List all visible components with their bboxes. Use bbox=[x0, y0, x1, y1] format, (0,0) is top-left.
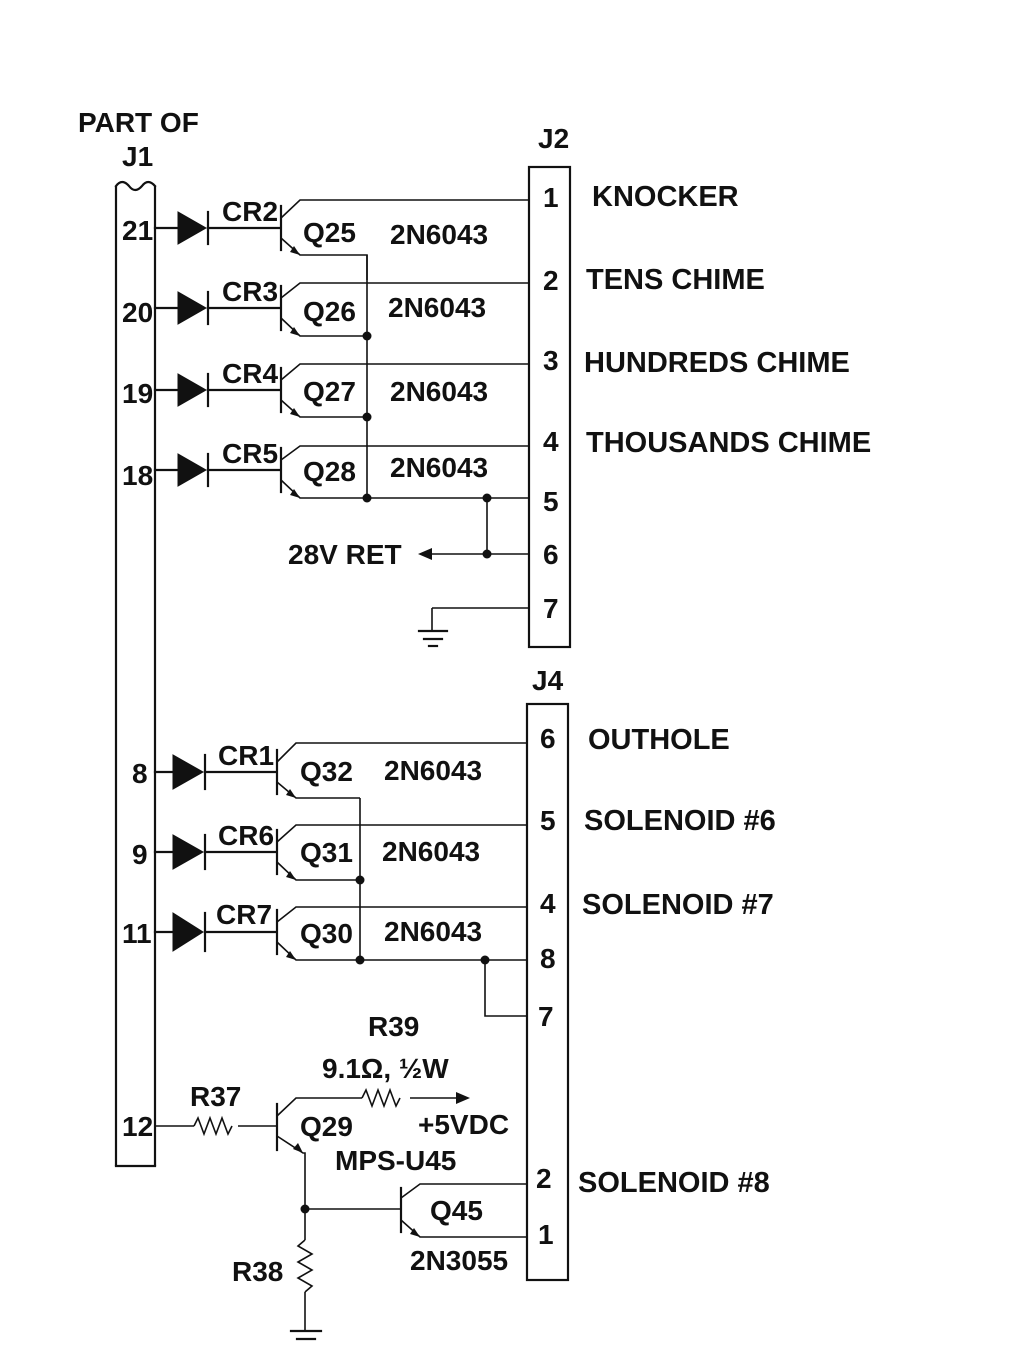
j4-pin-4: 4 bbox=[540, 888, 556, 919]
upper-return-wiring bbox=[362, 255, 529, 648]
driver-stage-q28 bbox=[153, 445, 529, 499]
driver-stage-q25 bbox=[153, 199, 529, 280]
label-cr2: CR2 bbox=[222, 196, 278, 227]
diode-cr3-symbol bbox=[177, 291, 208, 325]
resistor-r39-symbol bbox=[361, 1087, 401, 1109]
signal-solenoid-6: SOLENOID #6 bbox=[584, 805, 776, 837]
signal-knocker: KNOCKER bbox=[592, 181, 739, 213]
label-q31-part: 2N6043 bbox=[382, 836, 480, 867]
diode-cr2-symbol bbox=[177, 211, 208, 245]
resistor-r38-symbol bbox=[296, 1239, 314, 1293]
label-cr7: CR7 bbox=[216, 899, 272, 930]
label-cr4: CR4 bbox=[222, 358, 278, 389]
label-cr3: CR3 bbox=[222, 276, 278, 307]
j4-pin-2: 2 bbox=[536, 1163, 552, 1194]
driver-stage-q29-q45 bbox=[155, 1087, 527, 1341]
diode-cr7-symbol bbox=[172, 912, 204, 952]
diode-cr4-symbol bbox=[177, 373, 208, 407]
vdc-arrow bbox=[456, 1092, 470, 1104]
label-q28: Q28 bbox=[303, 456, 356, 487]
signal-solenoid-8: SOLENOID #8 bbox=[578, 1167, 770, 1199]
diode-cr1-symbol bbox=[172, 754, 205, 790]
driver-stage-q27 bbox=[153, 363, 529, 418]
label-q26-part: 2N6043 bbox=[388, 292, 486, 323]
j4-pin-8: 8 bbox=[540, 943, 556, 974]
j2-pin-7: 7 bbox=[543, 593, 559, 624]
resistor-r37-symbol bbox=[193, 1115, 233, 1137]
label-q28-part: 2N6043 bbox=[390, 452, 488, 483]
label-q31: Q31 bbox=[300, 837, 353, 868]
j1-pin-19: 19 bbox=[122, 378, 153, 409]
label-r38: R38 bbox=[232, 1256, 283, 1287]
label-q25-part: 2N6043 bbox=[390, 219, 488, 250]
ret-arrow bbox=[418, 548, 432, 560]
label-cr6: CR6 bbox=[218, 820, 274, 851]
j1-pin-18: 18 bbox=[122, 460, 153, 491]
signal-outhole: OUTHOLE bbox=[588, 724, 730, 756]
label-q29: Q29 bbox=[300, 1111, 353, 1142]
label-r39: R39 bbox=[368, 1011, 419, 1042]
label-r39-value: 9.1Ω, ½W bbox=[322, 1053, 449, 1084]
label-r37: R37 bbox=[190, 1081, 241, 1112]
label-q30-part: 2N6043 bbox=[384, 916, 482, 947]
label-cr1: CR1 bbox=[218, 740, 274, 771]
signal-tens-chime: TENS CHIME bbox=[586, 264, 765, 296]
j2-pin-1: 1 bbox=[543, 182, 559, 213]
driver-stage-q30 bbox=[153, 906, 527, 961]
signal-solenoid-7: SOLENOID #7 bbox=[582, 889, 774, 921]
j2-pin-2: 2 bbox=[543, 265, 559, 296]
signal-28v-ret: 28V RET bbox=[288, 539, 402, 570]
j2-pin-3: 3 bbox=[543, 345, 559, 376]
j4-pin-7: 7 bbox=[538, 1001, 554, 1032]
lower-return-wiring bbox=[355, 798, 527, 1017]
j1-pin-20: 20 bbox=[122, 297, 153, 328]
j1-pin-11: 11 bbox=[122, 918, 152, 949]
j2-pin-6: 6 bbox=[543, 539, 559, 570]
driver-stage-q31 bbox=[153, 824, 527, 881]
diode-cr6-symbol bbox=[172, 834, 205, 870]
driver-stage-q32 bbox=[153, 742, 527, 799]
label-q30: Q30 bbox=[300, 918, 353, 949]
j2-pin-5: 5 bbox=[543, 486, 559, 517]
label-q29-part: MPS-U45 bbox=[335, 1145, 456, 1176]
j4-pin-5: 5 bbox=[540, 805, 556, 836]
j4-pin-6: 6 bbox=[540, 723, 556, 754]
j1-pin-21: 21 bbox=[122, 215, 153, 246]
j4-title: J4 bbox=[532, 665, 564, 696]
label-q32-part: 2N6043 bbox=[384, 755, 482, 786]
label-q45-part: 2N3055 bbox=[410, 1245, 508, 1276]
j2-pin-4: 4 bbox=[543, 426, 559, 457]
j1-pin-9: 9 bbox=[132, 839, 148, 870]
j1-connector bbox=[114, 180, 157, 1168]
j4-pin-1: 1 bbox=[538, 1219, 554, 1250]
j4-connector bbox=[525, 702, 570, 1282]
signal-thousands-chime: THOUSANDS CHIME bbox=[586, 427, 871, 459]
signal-hundreds-chime: HUNDREDS CHIME bbox=[584, 347, 850, 379]
j1-pin-8: 8 bbox=[132, 758, 148, 789]
label-q45: Q45 bbox=[430, 1195, 483, 1226]
label-5vdc: +5VDC bbox=[418, 1109, 509, 1140]
diode-cr5-symbol bbox=[177, 453, 208, 487]
label-q27: Q27 bbox=[303, 376, 356, 407]
j1-title-line1: PART OF bbox=[78, 107, 199, 138]
j1-pin-12: 12 bbox=[122, 1111, 153, 1142]
label-cr5: CR5 bbox=[222, 438, 278, 469]
label-q32: Q32 bbox=[300, 756, 353, 787]
j1-title-line2: J1 bbox=[122, 141, 153, 172]
j2-connector bbox=[527, 165, 572, 649]
label-q26: Q26 bbox=[303, 296, 356, 327]
label-q27-part: 2N6043 bbox=[390, 376, 488, 407]
j2-title: J2 bbox=[538, 123, 569, 154]
driver-stage-q26 bbox=[153, 282, 529, 337]
label-q25: Q25 bbox=[303, 217, 356, 248]
